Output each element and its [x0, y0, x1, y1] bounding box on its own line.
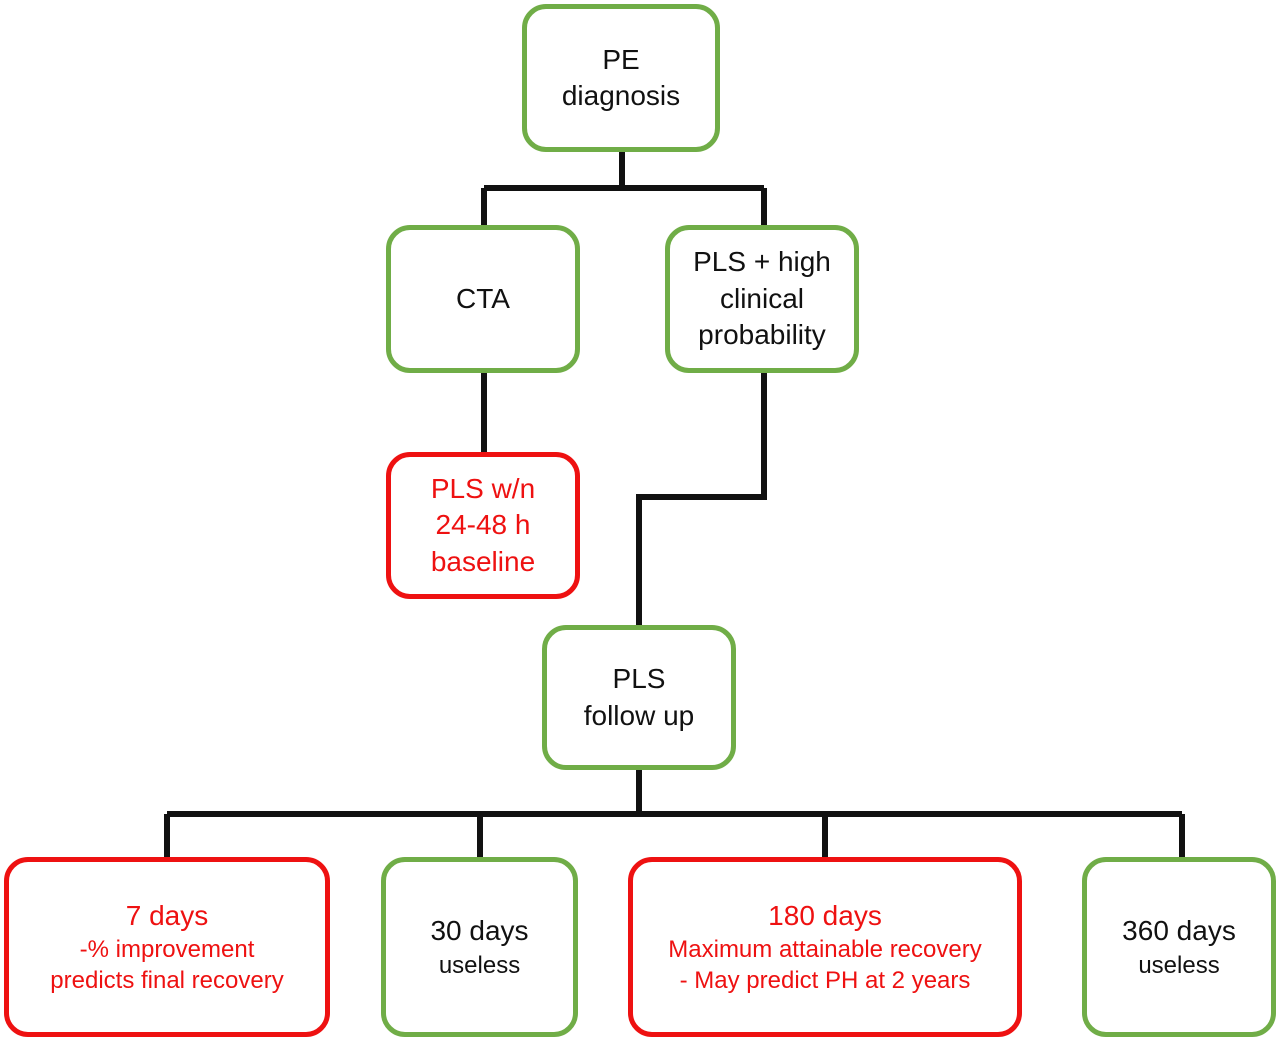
node-pls-high-line-2: clinical	[719, 282, 805, 314]
node-pls-high-line-3: probability	[698, 319, 826, 351]
node-pls-baseline-line-3: baseline	[430, 545, 536, 577]
node-pls-baseline-line-2: 24-48 h	[435, 509, 531, 541]
node-180-days-detail-1: Maximum attainable recovery	[668, 936, 982, 963]
node-30-days: 30 days useless	[381, 857, 578, 1037]
node-7-days-detail-1: -% improvement	[79, 936, 255, 963]
edge-pls-high-to-pls-followup	[636, 373, 767, 625]
node-30-days-detail-1: useless	[438, 951, 521, 979]
node-30-days-title: 30 days	[430, 915, 529, 947]
node-pe-diagnosis-line-1: PE	[602, 43, 640, 75]
node-360-days-title: 360 days	[1122, 915, 1236, 947]
node-360-days-detail-1: useless	[1138, 951, 1220, 979]
node-7-days-detail-2: predicts final recovery	[50, 967, 284, 995]
node-pls-high-line-1: PLS + high	[693, 246, 831, 278]
node-180-days-detail-2: - May predict PH at 2 years	[679, 967, 971, 995]
node-cta-line-1: CTA	[456, 282, 510, 314]
node-pls-followup-line-2: follow up	[583, 699, 695, 731]
node-pls-followup-line-1: PLS	[612, 663, 666, 695]
node-pls-follow-up: PLS follow up	[542, 625, 736, 770]
node-pe-diagnosis-line-2: diagnosis	[561, 80, 681, 111]
node-7-days: 7 days -% improvement predicts final rec…	[4, 857, 330, 1037]
node-pls-baseline-line-1: PLS w/n	[430, 472, 536, 504]
node-pls-baseline: PLS w/n 24-48 h baseline	[386, 452, 580, 599]
node-180-days: 180 days Maximum attainable recovery - M…	[628, 857, 1022, 1037]
node-cta: CTA	[386, 225, 580, 373]
node-7-days-title: 7 days	[125, 899, 209, 931]
node-pls-high-probability: PLS + high clinical probability	[665, 225, 859, 373]
node-180-days-title: 180 days	[768, 899, 882, 931]
node-pe-diagnosis: PE diagnosis	[522, 4, 720, 152]
node-360-days: 360 days useless	[1082, 857, 1276, 1037]
